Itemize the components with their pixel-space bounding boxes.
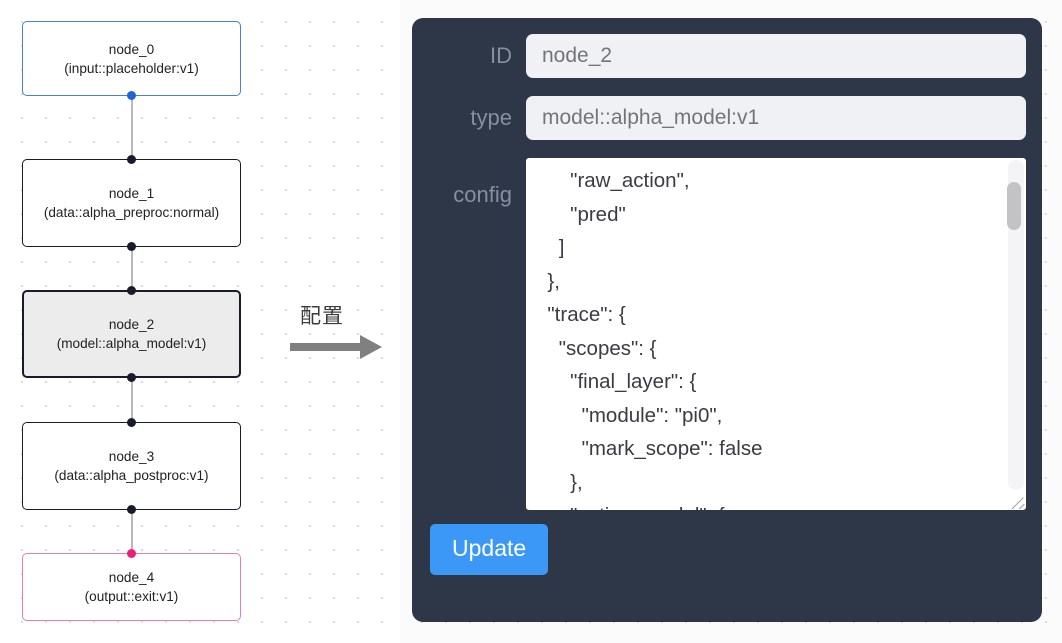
id-field-label: ID: [490, 43, 512, 68]
id-input[interactable]: [526, 34, 1026, 78]
config-textarea-wrapper: [526, 158, 1026, 510]
graph-node-label: node_2 (model::alpha_model:v1): [56, 317, 207, 351]
node-handle-source-node_3[interactable]: [127, 505, 136, 514]
graph-node-label: node_3 (data::alpha_postproc:v1): [54, 449, 209, 483]
type-input[interactable]: [526, 96, 1026, 140]
node-handle-target-node_3[interactable]: [127, 418, 136, 427]
node-handle-source-node_0[interactable]: [127, 91, 136, 100]
right-arrow-icon: [290, 334, 395, 360]
annotation-group: 配置: [290, 300, 395, 360]
graph-node-node_1[interactable]: node_1 (data::alpha_preproc:normal): [22, 159, 241, 247]
graph-edge[interactable]: [131, 506, 133, 558]
node-handle-target-node_2[interactable]: [127, 286, 136, 295]
graph-node-node_4[interactable]: node_4 (output::exit:v1): [22, 553, 241, 621]
graph-node-label: node_4 (output::exit:v1): [84, 570, 179, 604]
type-field-row: type: [412, 96, 1042, 140]
node-handle-source-node_2[interactable]: [127, 373, 136, 382]
graph-node-node_2[interactable]: node_2 (model::alpha_model:v1): [22, 290, 241, 378]
type-field-label: type: [470, 105, 512, 130]
graph-node-node_0[interactable]: node_0 (input::placeholder:v1): [22, 21, 241, 96]
config-textarea[interactable]: [526, 158, 1026, 510]
config-scrollbar-track[interactable]: [1007, 160, 1024, 490]
config-field-row: config: [412, 158, 1042, 510]
update-button[interactable]: Update: [430, 524, 549, 575]
graph-node-node_3[interactable]: node_3 (data::alpha_postproc:v1): [22, 422, 241, 510]
node-config-panel: ID type config Update: [412, 18, 1042, 622]
graph-node-label: node_0 (input::placeholder:v1): [64, 41, 199, 76]
graph-edge[interactable]: [131, 243, 133, 295]
node-handle-target-node_1[interactable]: [127, 155, 136, 164]
annotation-label: 配置: [300, 304, 344, 328]
graph-node-label: node_1 (data::alpha_preproc:normal): [43, 186, 220, 220]
node-handle-source-node_1[interactable]: [127, 242, 136, 251]
graph-edge[interactable]: [131, 92, 133, 164]
id-field-row: ID: [412, 34, 1042, 78]
node-handle-target-node_4[interactable]: [127, 549, 136, 558]
graph-edge[interactable]: [131, 374, 133, 426]
resize-handle-icon[interactable]: [1008, 492, 1025, 509]
config-scrollbar-thumb[interactable]: [1007, 182, 1021, 230]
config-field-label: config: [453, 182, 512, 207]
